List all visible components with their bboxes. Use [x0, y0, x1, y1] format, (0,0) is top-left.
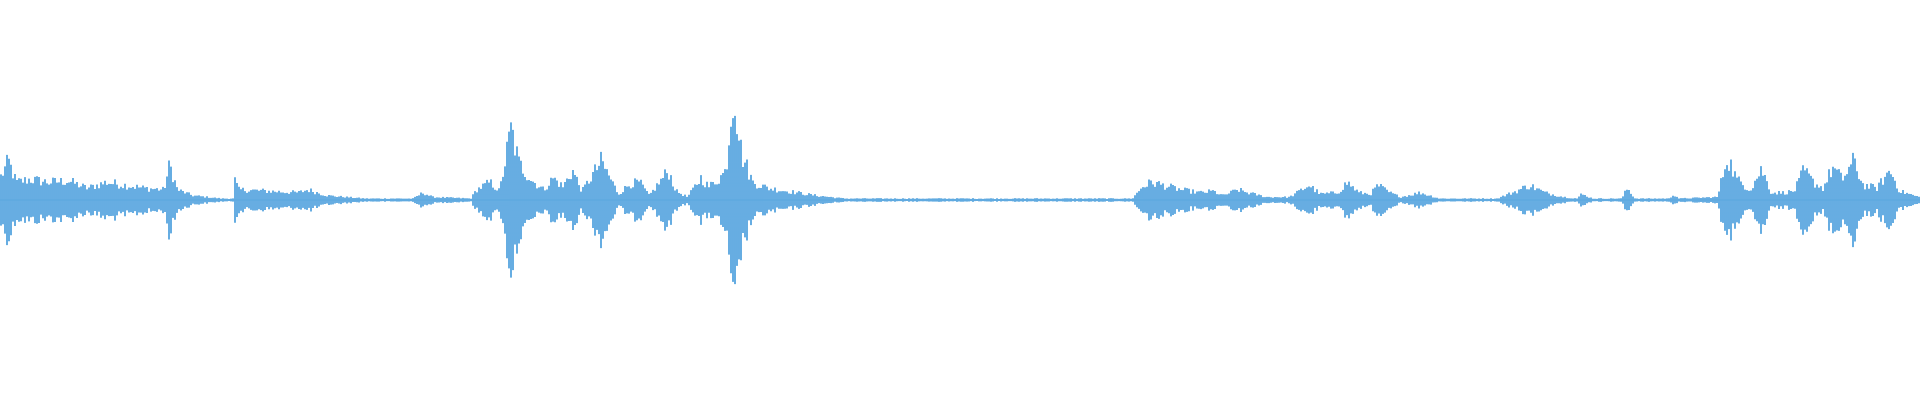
waveform-bars [0, 115, 1920, 285]
